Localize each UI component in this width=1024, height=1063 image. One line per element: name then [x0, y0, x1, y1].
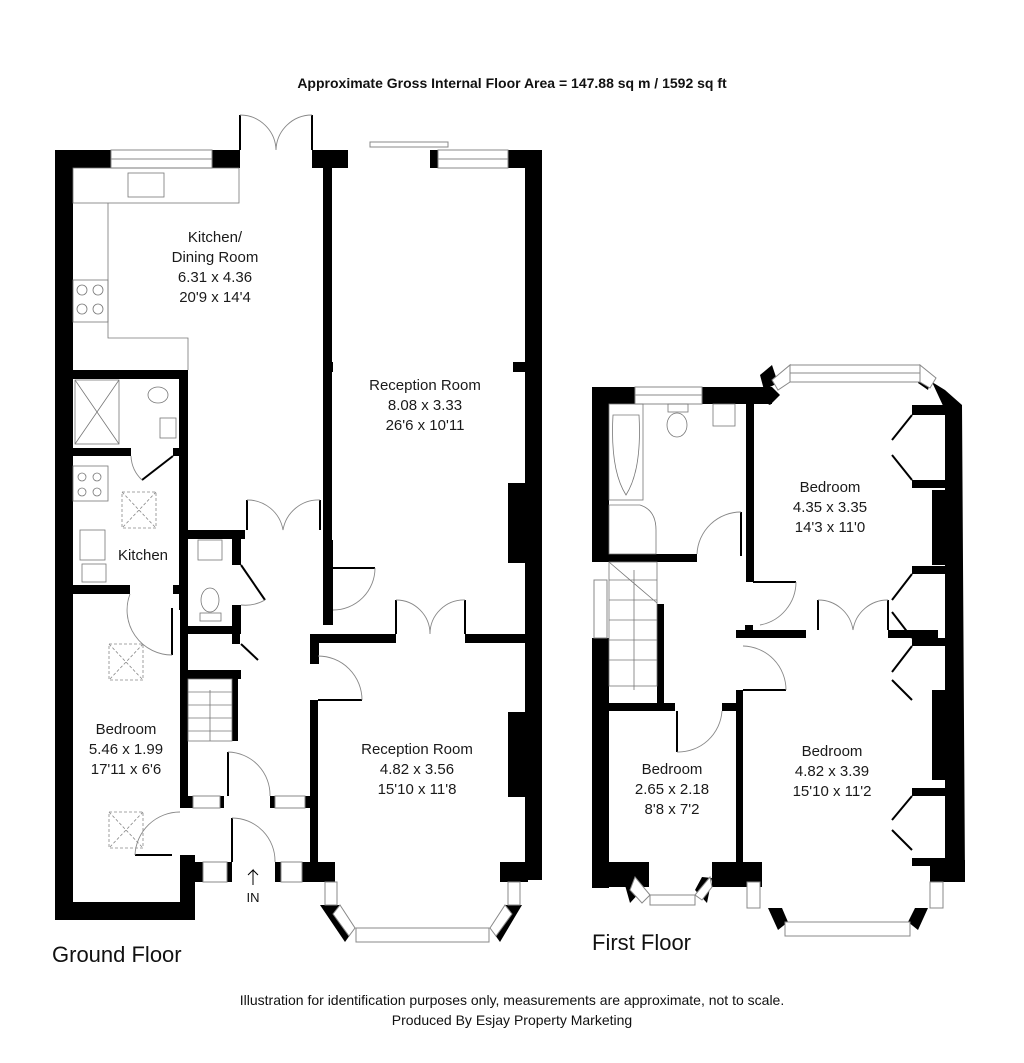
room-label-kitchen-dining: Kitchen/ Dining Room 6.31 x 4.36 20'9 x …	[140, 228, 290, 308]
first-floor-doors	[676, 414, 913, 851]
entrance-label: IN	[246, 890, 260, 905]
room-name: Kitchen	[117, 547, 169, 564]
room-name: Dining Room	[171, 249, 259, 266]
room-name: Reception Room	[361, 741, 473, 758]
room-metric-size: 2.65 x 2.18	[634, 781, 710, 798]
room-metric-size: 5.46 x 1.99	[88, 741, 164, 758]
room-metric-size: 8.08 x 3.33	[387, 397, 463, 414]
first-floor-walls	[592, 365, 965, 930]
room-imperial-size: 17'11 x 6'6	[90, 761, 162, 778]
producer-credit: Produced By Esjay Property Marketing	[391, 1012, 633, 1028]
room-name: Bedroom	[799, 479, 861, 496]
room-label-ground-bedroom: Bedroom 5.46 x 1.99 17'11 x 6'6	[70, 720, 182, 780]
room-name: Bedroom	[801, 743, 863, 760]
first-floor-label: First Floor	[592, 930, 691, 955]
first-floor-fixtures	[608, 403, 736, 690]
room-label-bedroom-small: Bedroom 2.65 x 2.18 8'8 x 7'2	[612, 760, 732, 820]
room-name: Bedroom	[95, 721, 157, 738]
room-imperial-size: 15'10 x 11'2	[792, 783, 872, 800]
ground-floor-doors	[126, 114, 466, 885]
room-label-kitchen: Kitchen	[108, 546, 178, 566]
room-imperial-size: 26'6 x 10'11	[385, 417, 465, 434]
room-metric-size: 4.82 x 3.56	[379, 761, 455, 778]
room-imperial-size: 15'10 x 11'8	[377, 781, 457, 798]
room-label-reception-front: Reception Room 4.82 x 3.56 15'10 x 11'8	[337, 740, 497, 800]
room-label-bedroom-rear: Bedroom 4.35 x 3.35 14'3 x 11'0	[755, 478, 905, 538]
floor-area-title: Approximate Gross Internal Floor Area = …	[297, 75, 727, 91]
ground-floor-label: Ground Floor	[52, 942, 182, 967]
ground-floor-fixtures	[72, 167, 240, 849]
room-metric-size: 4.82 x 3.39	[794, 763, 870, 780]
room-imperial-size: 14'3 x 11'0	[794, 519, 866, 536]
room-name: Kitchen/	[187, 229, 243, 246]
room-metric-size: 4.35 x 3.35	[792, 499, 868, 516]
room-label-reception-rear: Reception Room 8.08 x 3.33 26'6 x 10'11	[345, 376, 505, 436]
ground-floor-windows	[110, 141, 521, 943]
room-imperial-size: 8'8 x 7'2	[644, 801, 700, 818]
room-imperial-size: 20'9 x 14'4	[179, 289, 251, 306]
room-name: Reception Room	[369, 377, 481, 394]
room-metric-size: 6.31 x 4.36	[177, 269, 253, 286]
first-floor-windows	[593, 363, 944, 937]
footer-disclaimer: Illustration for identification purposes…	[0, 990, 1024, 1030]
disclaimer-text: Illustration for identification purposes…	[239, 992, 785, 1008]
ground-floor-walls	[55, 150, 542, 942]
room-label-bedroom-front: Bedroom 4.82 x 3.39 15'10 x 11'2	[757, 742, 907, 802]
room-name: Bedroom	[641, 761, 703, 778]
